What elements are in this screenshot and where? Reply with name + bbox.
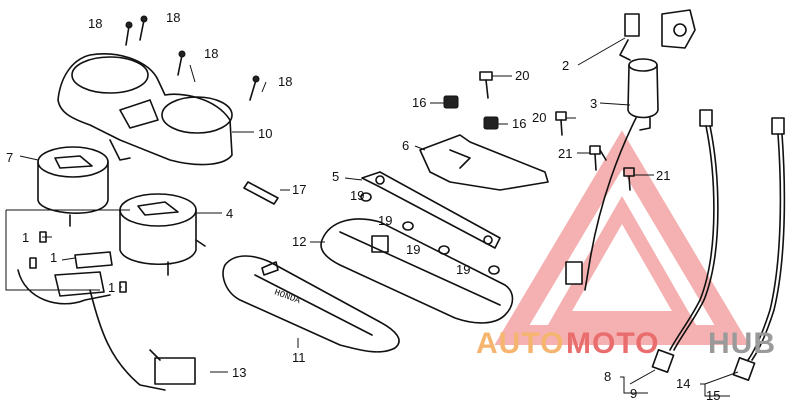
indicator-lamp-housing [320, 218, 514, 324]
indicator-panel-bezel [222, 255, 400, 353]
callout-12: 12 [292, 234, 306, 249]
callout-7: 7 [6, 150, 13, 165]
ignition-switch-assembly [565, 9, 696, 291]
bolt-21-b [623, 167, 635, 191]
grommet-16-a [443, 95, 459, 109]
callout-1-b: 1 [50, 250, 57, 265]
bolt-21-a [589, 145, 601, 171]
rubber-strip [243, 181, 279, 205]
watermark-auto: AUTO [476, 327, 564, 360]
callout-18-c: 18 [204, 46, 218, 61]
callout-16-a: 16 [412, 95, 426, 110]
callout-20-a: 20 [515, 68, 529, 83]
nut-19-b [402, 221, 414, 231]
callout-18-b: 18 [166, 10, 180, 25]
speedometer-gauge [37, 146, 109, 227]
tachometer-gauge [119, 193, 206, 276]
speedometer-cable [651, 109, 719, 373]
callout-14: 14 [676, 376, 690, 391]
watermark-moto: MOTO [566, 327, 659, 360]
callout-20-b: 20 [532, 110, 546, 125]
grommet-16-b [483, 116, 499, 130]
tachometer-cable [732, 117, 786, 381]
callout-10: 10 [258, 126, 272, 141]
callout-2: 2 [562, 58, 569, 73]
bolt-20-a [479, 71, 493, 99]
callout-21-b: 21 [656, 168, 670, 183]
nut-19-c [438, 245, 450, 255]
nut-19-a [360, 192, 372, 202]
meter-wiring-harness [17, 231, 196, 391]
callout-13: 13 [232, 365, 246, 380]
callout-8: 8 [604, 369, 611, 384]
screw-18-d [249, 75, 260, 101]
callout-18-a: 18 [88, 16, 102, 31]
callout-15: 15 [706, 388, 720, 403]
callout-18-d: 18 [278, 74, 292, 89]
meter-case-housing [57, 53, 233, 166]
callout-6: 6 [402, 138, 409, 153]
callout-17: 17 [292, 182, 306, 197]
bolt-20-b [555, 111, 567, 136]
nut-19-d [488, 265, 500, 275]
callout-9: 9 [630, 386, 637, 401]
callout-labels: 18 18 18 18 10 7 4 1 1 1 13 17 11 12 5 6… [6, 10, 720, 403]
screw-18-c [177, 50, 186, 76]
callout-leader-lines [5, 37, 739, 397]
callout-1-a: 1 [22, 230, 29, 245]
callout-19-a: 19 [350, 188, 364, 203]
indicator-bracket [361, 171, 501, 249]
callout-19-c: 19 [406, 242, 420, 257]
callout-19-d: 19 [456, 262, 470, 277]
callout-21-a: 21 [558, 146, 572, 161]
watermark-triangle-logo [494, 130, 750, 345]
watermark-text: AUTO MOTO HUB [476, 327, 776, 360]
callout-1-c: 1 [108, 280, 115, 295]
callout-5: 5 [332, 169, 339, 184]
mounting-plate [419, 134, 549, 191]
callout-11: 11 [292, 350, 306, 365]
callout-4: 4 [226, 206, 233, 221]
callout-19-b: 19 [378, 213, 392, 228]
callout-3: 3 [590, 96, 597, 111]
callout-16-b: 16 [512, 116, 526, 131]
watermark-hub: HUB [708, 327, 776, 360]
screw-18-a [125, 21, 133, 46]
screw-18-b [139, 15, 148, 41]
